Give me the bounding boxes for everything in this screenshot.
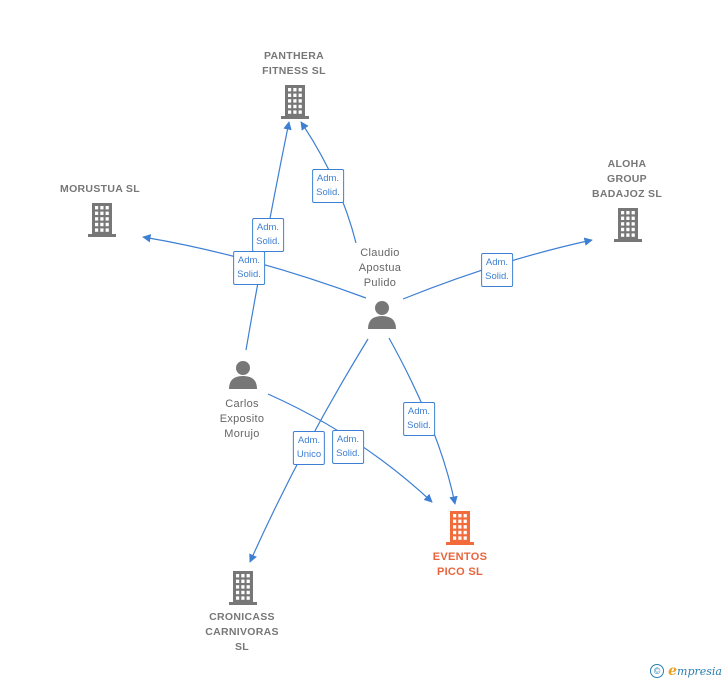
- brand-logo[interactable]: empresia: [668, 663, 722, 679]
- node-label-panthera-fitness[interactable]: PANTHERA FITNESS SL: [262, 50, 326, 77]
- edge-label-claudio-cronicass: Adm.Unico: [292, 431, 326, 465]
- building-icon-aloha-group-badajoz[interactable]: [614, 208, 642, 242]
- node-label-carlos-exposito-morujo[interactable]: Carlos Exposito Morujo: [219, 398, 265, 440]
- building-icon-morustua[interactable]: [88, 203, 116, 237]
- building-icon-panthera-fitness[interactable]: [281, 85, 309, 119]
- node-label-morustua[interactable]: MORUSTUA SL: [60, 183, 140, 195]
- edge-label-claudio-eventos: Adm.Solid.: [403, 402, 435, 436]
- footer-credit: © empresia: [650, 663, 722, 679]
- node-label-cronicass-carnivoras[interactable]: CRONICASS CARNIVORAS SL: [205, 611, 279, 653]
- copyright-icon: ©: [650, 664, 665, 678]
- person-icon-carlos-exposito-morujo[interactable]: [229, 361, 257, 389]
- edge-label-claudio-morustua: Adm.Solid.: [233, 251, 265, 285]
- building-icon-eventos-pico[interactable]: [446, 511, 474, 545]
- building-icon-cronicass-carnivoras[interactable]: [229, 571, 257, 605]
- edge-label-carlos-eventos: Adm.Solid.: [332, 430, 364, 464]
- person-icon-claudio-apostua-pulido[interactable]: [368, 301, 396, 329]
- edge-label-claudio-aloha: Adm.Solid.: [481, 253, 513, 287]
- node-label-claudio-apostua-pulido[interactable]: Claudio Apostua Pulido: [358, 247, 402, 289]
- edge-label-carlos-panthera: Adm.Solid.: [252, 218, 284, 252]
- node-label-aloha-group-badajoz[interactable]: ALOHA GROUP BADAJOZ SL: [591, 158, 663, 200]
- node-icons: [88, 85, 642, 605]
- node-label-eventos-pico[interactable]: EVENTOS PICO SL: [432, 551, 488, 578]
- edges: [142, 121, 593, 563]
- edge-label-claudio-panthera: Adm.Solid.: [312, 169, 344, 203]
